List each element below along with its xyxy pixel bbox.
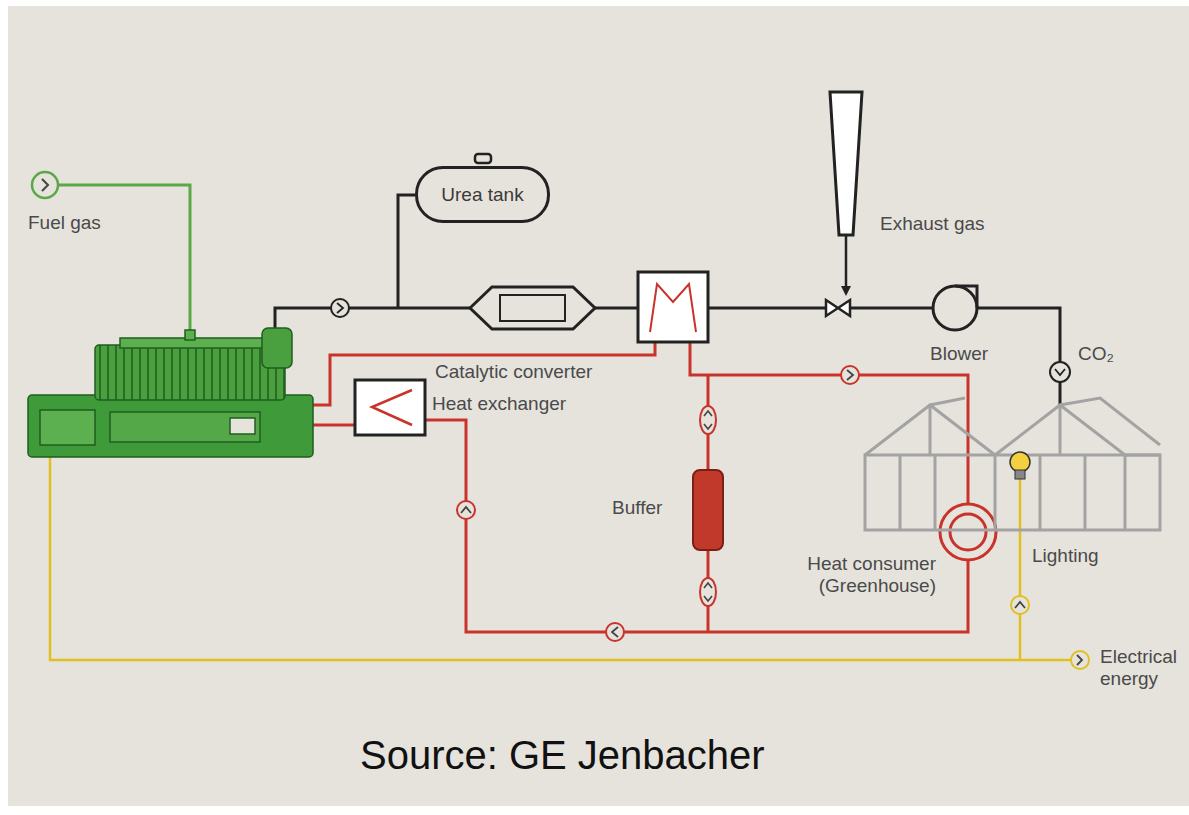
tank-cap	[475, 154, 491, 163]
heat-consumer-symbol	[940, 504, 996, 560]
co2-valve	[1050, 362, 1070, 382]
heating-water-circuit	[313, 342, 968, 632]
engine-heat-exchanger	[355, 380, 425, 435]
gas-engine	[28, 328, 313, 457]
catalytic-converter-symbol	[470, 287, 595, 329]
exhaust-stack	[830, 92, 862, 296]
blower-symbol	[933, 286, 977, 330]
part-label: Heat consumer (Greenhouse)	[760, 553, 936, 597]
tank-box: Urea tank	[415, 166, 550, 223]
lighting-bulb	[1010, 452, 1030, 479]
three-way-valve	[826, 300, 850, 316]
part-label: Fuel gas	[28, 212, 101, 234]
part-label: Blower	[930, 343, 988, 365]
node-label: Urea tank	[441, 184, 523, 206]
part-label: Exhaust gas	[880, 213, 985, 235]
fuel-gas-line	[32, 172, 190, 338]
part-label: Lighting	[1032, 545, 1099, 567]
part-label: Buffer	[612, 497, 662, 519]
source-caption: Source: GE Jenbacher	[360, 733, 765, 778]
flow-arrow	[331, 299, 349, 317]
greenhouse	[865, 398, 1160, 530]
buffer-tank	[693, 470, 723, 550]
part-label: Catalytic converter	[435, 361, 592, 383]
part-label: CO₂	[1078, 343, 1114, 365]
exhaust-pipe	[275, 195, 1060, 405]
part-label: Heat exchanger	[432, 393, 566, 415]
exhaust-heat-exchanger	[638, 272, 708, 342]
part-label: Electrical energy	[1100, 646, 1186, 690]
electrical-line	[50, 457, 1089, 669]
